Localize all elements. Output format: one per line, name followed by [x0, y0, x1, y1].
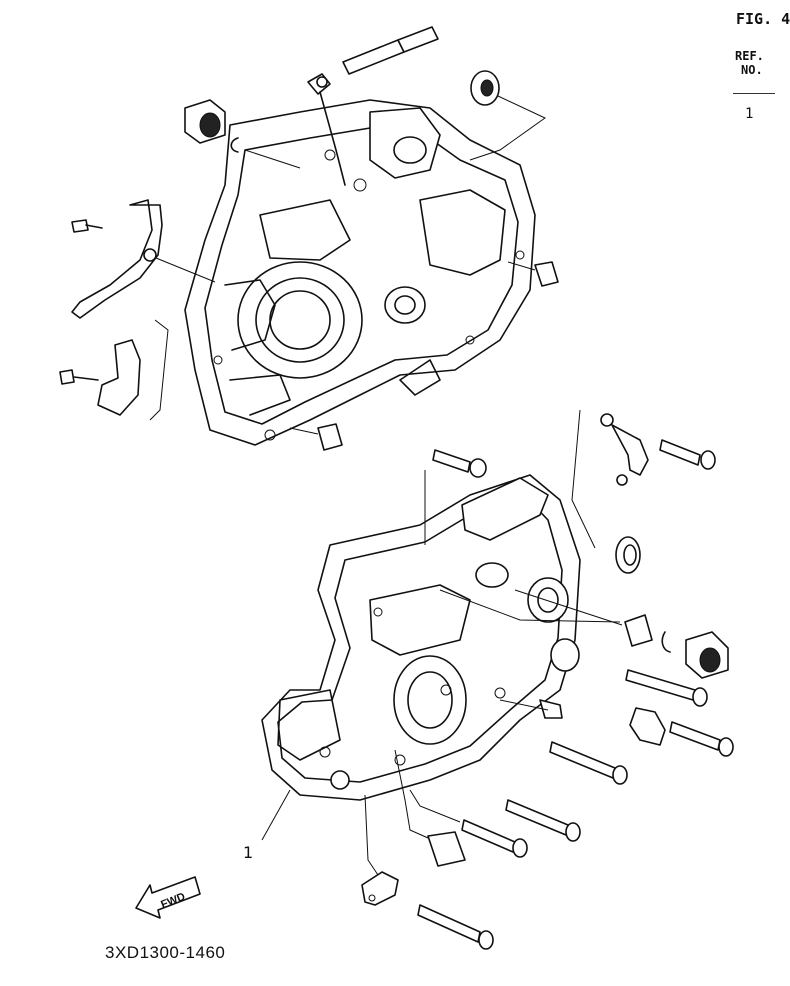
assembly-guide-lines — [409, 470, 621, 823]
bearing-upper-left — [184, 99, 301, 169]
bolt-top-center — [432, 449, 487, 478]
small-bracket-bottom — [361, 749, 429, 906]
crankcase-left-half — [184, 99, 536, 446]
header-divider — [733, 93, 775, 94]
bolts-right — [417, 669, 734, 950]
shift-lever-plate — [71, 199, 216, 319]
sensor-bracket — [539, 699, 666, 746]
ref-no-header-line2: NO. — [741, 63, 763, 77]
crankcase-right-half — [261, 474, 581, 801]
bracket-upper-right — [571, 409, 716, 549]
ref-no-header-line1: REF. — [735, 49, 764, 63]
callout-leader-1 — [261, 789, 291, 841]
stopper-arm — [59, 319, 169, 421]
ref-row-1: 1 — [745, 106, 754, 122]
dowel-pins-upper — [289, 261, 559, 451]
fwd-arrow: FWD — [135, 876, 201, 919]
figure-title: FIG. 4 — [736, 10, 790, 28]
diagram-code: 3XD1300-1460 — [105, 943, 226, 962]
rubber-damper — [427, 831, 466, 867]
oil-seal-right — [615, 536, 641, 574]
breather-fitting — [307, 73, 346, 186]
exploded-crankcase-diagram: FWD — [59, 26, 734, 950]
part-callout-1: 1 — [243, 843, 254, 862]
bearing-lower-right — [514, 589, 729, 679]
shaft-pin — [342, 26, 439, 75]
oil-seal-top — [469, 70, 546, 161]
